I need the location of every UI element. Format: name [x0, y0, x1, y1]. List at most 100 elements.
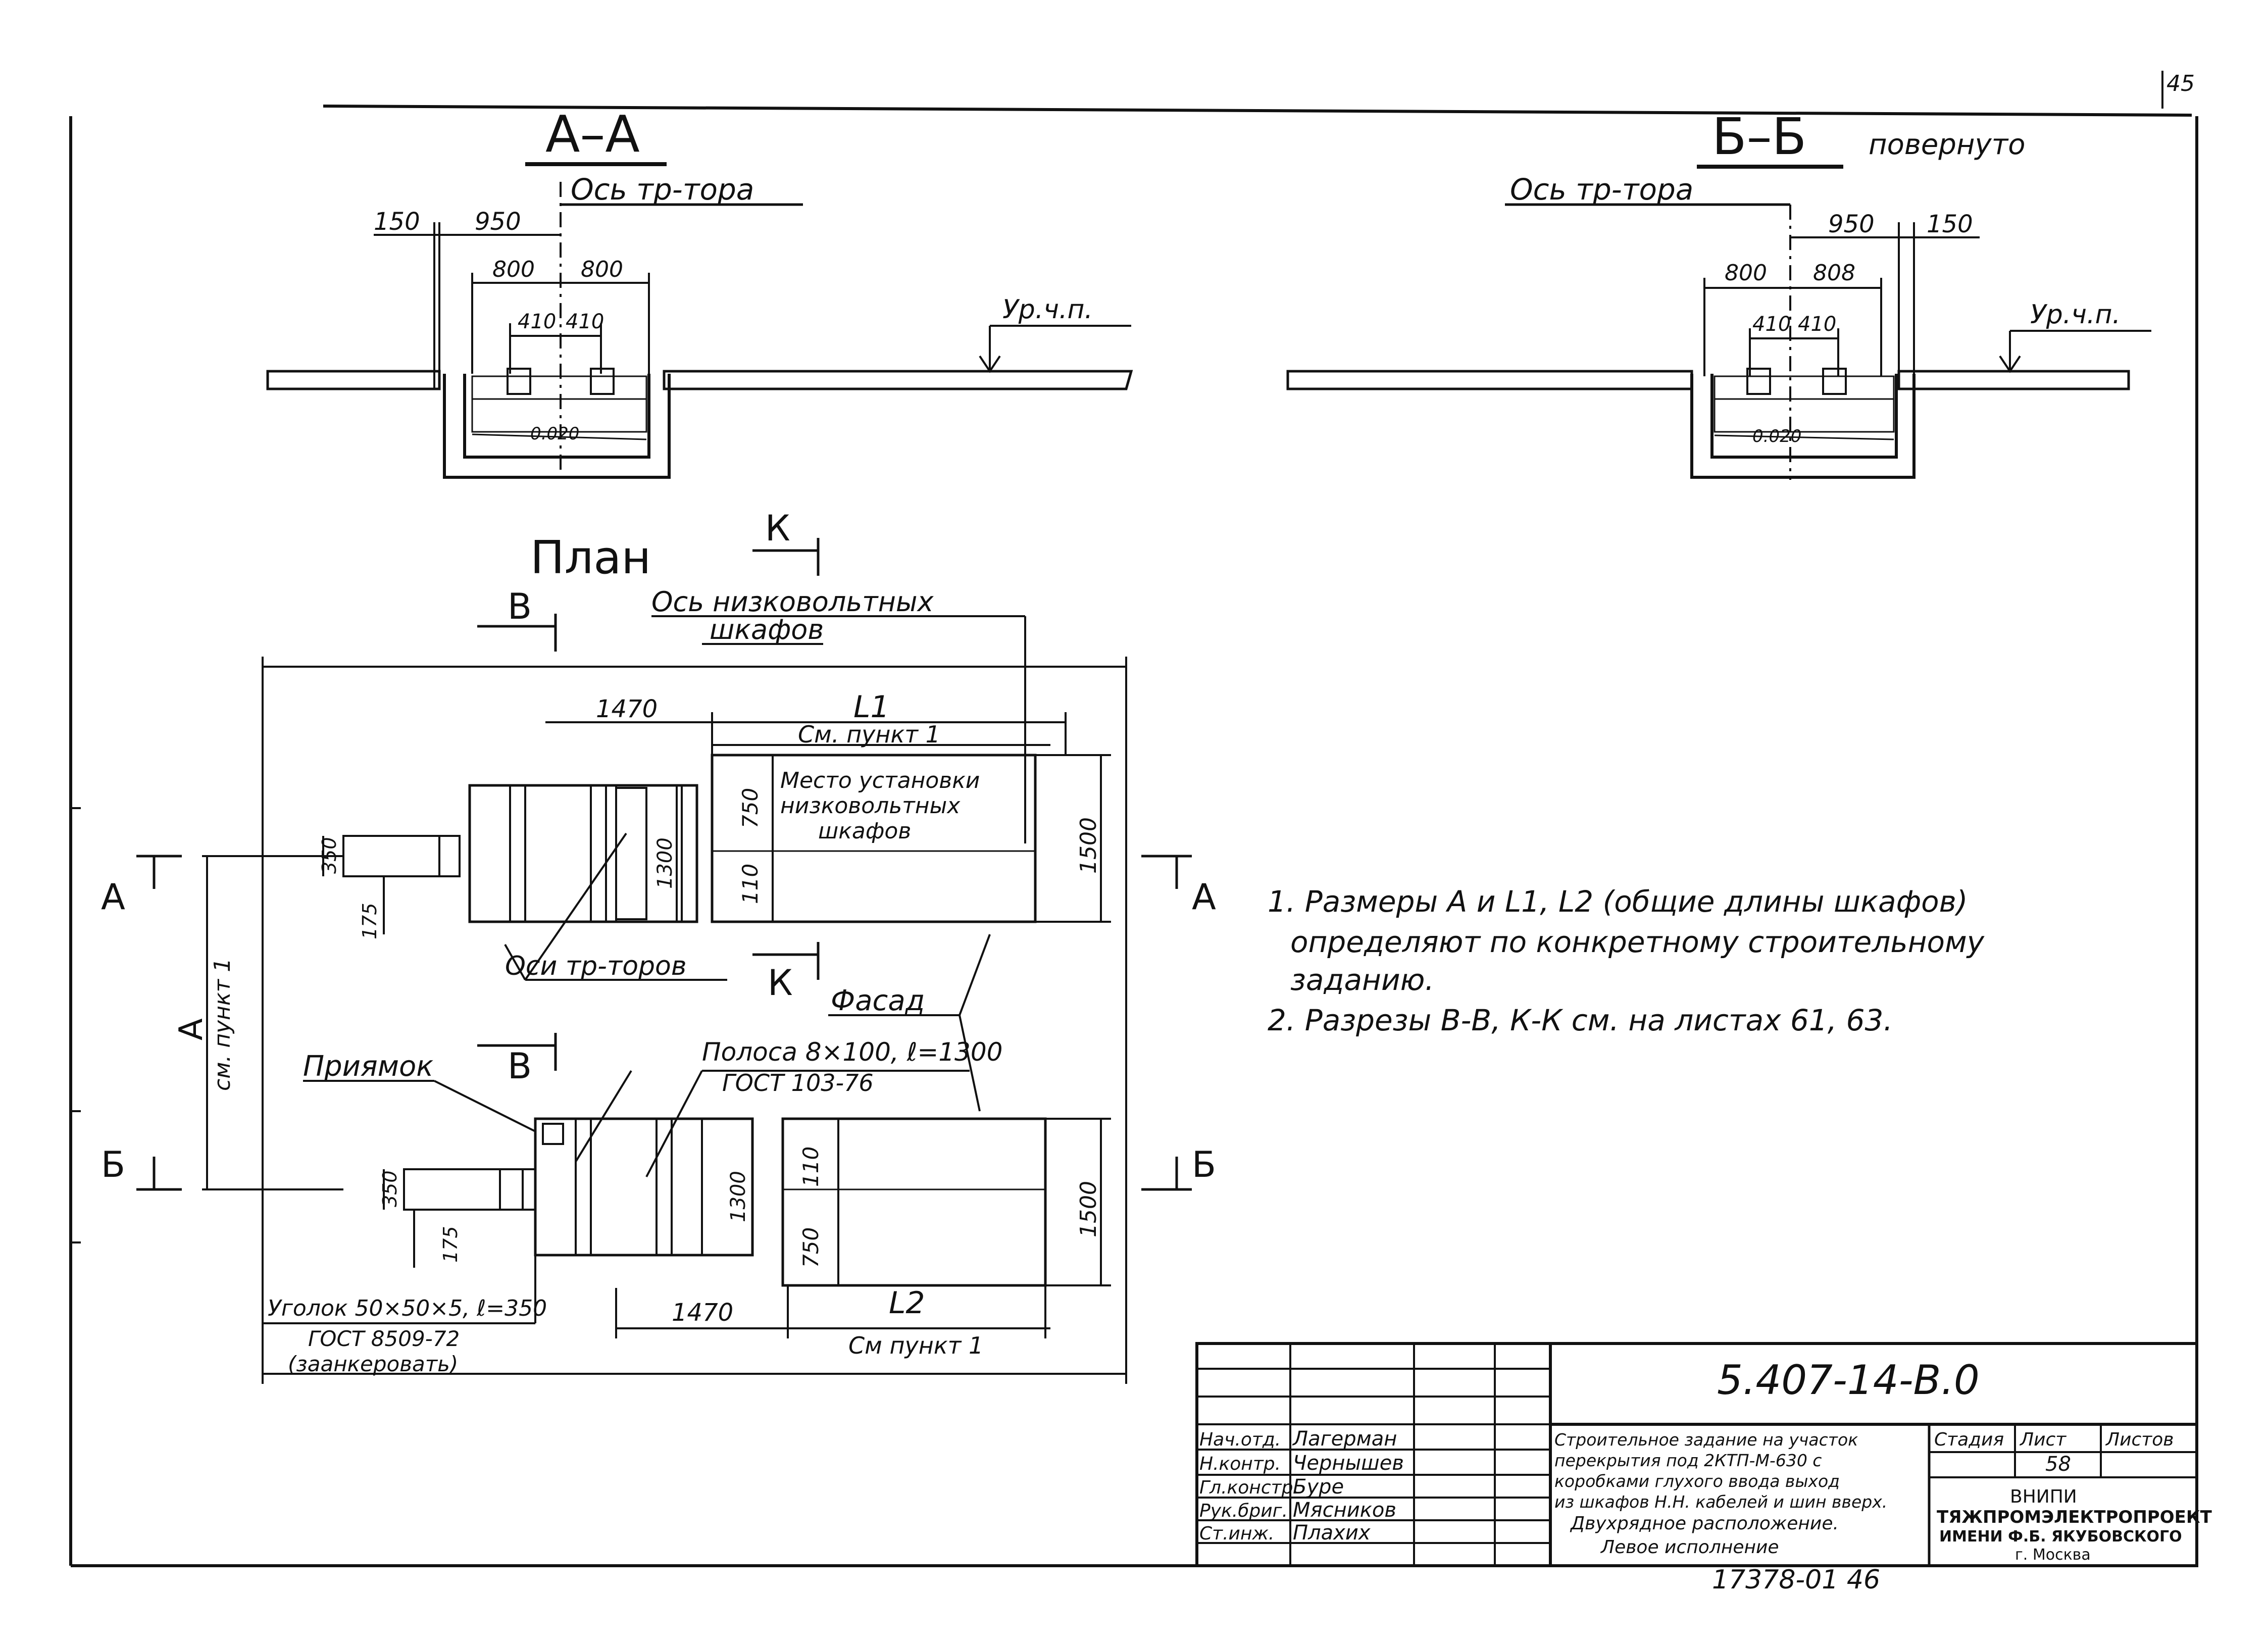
page-number: 45 — [2166, 71, 2195, 96]
strip-line1: Полоса 8×100, ℓ=1300 — [702, 1037, 1002, 1067]
frame-top-line — [323, 105, 2192, 117]
name-3: Мясников — [1293, 1499, 1396, 1522]
note-1-line1: 1. Размеры А и L1, L2 (общие длины шкафо… — [1268, 884, 1968, 919]
axes-label: Оси тр-торов — [505, 951, 686, 981]
dim-1470-lower: 1470 — [672, 1299, 733, 1327]
role-4: Ст.инж. — [1199, 1523, 1274, 1544]
plan-view: План К К В В А А Б Б О — [101, 508, 1216, 1384]
axis-lv-line1: Ось низковольтных — [651, 586, 934, 618]
role-3: Рук.бриг. — [1199, 1501, 1288, 1521]
strip-line2: ГОСТ 103-76 — [722, 1069, 874, 1097]
angle-line2: ГОСТ 8509-72 — [308, 1326, 460, 1351]
sheet-number: 58 — [2045, 1453, 2071, 1476]
dim-a-label: А — [173, 1018, 210, 1040]
axis-label-aa: Ось тр-тора — [571, 172, 754, 207]
cut-label-b-left: Б — [101, 1144, 125, 1185]
slope-aa: 0.020 — [530, 424, 579, 444]
dim-750-lower: 750 — [798, 1227, 823, 1268]
dim-410a-aa: 410 — [518, 310, 556, 333]
stage-label: Стадия — [1934, 1429, 2004, 1450]
org-line1: ВНИПИ — [2010, 1486, 2077, 1507]
cut-label-k-top: К — [765, 508, 790, 549]
dim-950-aa: 950 — [475, 208, 521, 236]
dim-410b-aa: 410 — [566, 310, 604, 333]
cut-label-a-right: А — [1192, 876, 1216, 918]
axis-lv-line2: шкафов — [710, 614, 824, 645]
dim-800a-bb: 800 — [1725, 260, 1767, 286]
title-block — [1195, 1342, 2198, 1567]
dim-150-aa: 150 — [374, 208, 420, 236]
section-bb-title: Б–Б — [1712, 107, 1806, 166]
name-4: Плахих — [1293, 1521, 1371, 1545]
see-point-1-upper: См. пункт 1 — [798, 721, 940, 748]
angle-line1: Уголок 50×50×5, ℓ=350 — [268, 1296, 547, 1321]
dim-110-upper: 110 — [738, 864, 763, 904]
cut-label-v-top: В — [508, 586, 532, 627]
name-1: Чернышев — [1293, 1452, 1404, 1475]
dim-175-lower: 175 — [439, 1226, 462, 1263]
role-2: Гл.констр. — [1199, 1477, 1299, 1498]
section-aa: А–А Ось тр-тора — [266, 105, 1133, 480]
desc-line-3: из шкафов Н.Н. кабелей и шин вверх. — [1554, 1492, 1887, 1512]
desc-line-0: Строительное задание на участок — [1554, 1430, 1858, 1450]
level-label-aa: Ур.ч.п. — [1002, 294, 1093, 325]
role-1: Н.контр. — [1199, 1454, 1281, 1474]
dim-350-upper: 350 — [318, 837, 340, 874]
see-point-1-lower: См пункт 1 — [848, 1332, 983, 1359]
section-bb-suffix: повернуто — [1869, 128, 2026, 161]
dim-350-lower: 350 — [379, 1170, 401, 1207]
desc-line-1: перекрытия под 2КТП-М-630 с — [1554, 1451, 1822, 1470]
dim-800a-aa: 800 — [492, 257, 535, 282]
name-0: Лагерман — [1292, 1427, 1397, 1451]
desc-line-5: Левое исполнение — [1600, 1537, 1779, 1558]
dim-1300-lower: 1300 — [727, 1171, 750, 1222]
section-aa-title: А–А — [545, 105, 640, 164]
place-line2: низковольтных — [780, 793, 961, 819]
name-2: Буре — [1293, 1475, 1344, 1499]
note-1-line2: определяют по конкретному строительному — [1290, 925, 1985, 959]
role-0: Нач.отд. — [1199, 1429, 1281, 1450]
dim-800b-aa: 800 — [581, 257, 623, 282]
dim-1500-upper: 1500 — [1076, 817, 1101, 874]
place-line1: Место установки — [780, 768, 980, 793]
notes: 1. Размеры А и L1, L2 (общие длины шкафо… — [1268, 884, 1985, 1037]
level-label-bb: Ур.ч.п. — [2030, 300, 2121, 330]
doc-code: 5.407-14-В.0 — [1717, 1357, 1980, 1404]
desc-line-4: Двухрядное расположение. — [1570, 1513, 1839, 1534]
dim-a-sub: см. пункт 1 — [210, 958, 235, 1091]
sheet-label: Лист — [2019, 1429, 2067, 1450]
slope-bb: 0.020 — [1752, 426, 1801, 446]
org-line4: г. Москва — [2015, 1546, 2091, 1564]
pit-label: Приямок — [303, 1050, 433, 1083]
angle-line3: (заанкеровать) — [288, 1352, 458, 1376]
dim-175-upper: 175 — [359, 903, 381, 939]
org-line2: ТЯЖПРОМЭЛЕКТРОПРОЕКТ — [1937, 1507, 2212, 1527]
label-l1: L1 — [853, 689, 890, 725]
axis-label-bb: Ось тр-тора — [1510, 172, 1693, 207]
dim-150-bb: 150 — [1927, 210, 1973, 238]
desc-line-2: коробками глухого ввода выход — [1554, 1471, 1840, 1491]
plan-title: План — [530, 531, 651, 584]
sheets-label: Листов — [2105, 1429, 2174, 1450]
dim-1300-upper: 1300 — [653, 837, 677, 889]
cut-label-b-right: Б — [1192, 1144, 1216, 1185]
cut-label-v-bottom: В — [508, 1045, 532, 1087]
cut-label-a-left: А — [101, 876, 125, 918]
dim-1500-lower: 1500 — [1076, 1181, 1101, 1237]
label-l2: L2 — [889, 1285, 925, 1321]
facade-label: Фасад — [831, 984, 925, 1017]
section-bb: Б–Б повернуто Ось тр-тора — [1286, 107, 2151, 480]
cut-label-k-bottom: К — [768, 962, 793, 1004]
dim-800b-bb: 808 — [1813, 260, 1855, 286]
dim-410a-bb: 410 — [1752, 313, 1791, 336]
dim-110-lower: 110 — [798, 1147, 823, 1187]
footer-code: 17378-01 46 — [1712, 1565, 1880, 1595]
note-2: 2. Разрезы В-В, К-К см. на листах 61, 63… — [1268, 1003, 1893, 1037]
dim-950-bb: 950 — [1828, 210, 1875, 238]
place-line3: шкафов — [818, 818, 911, 844]
dim-750-upper: 750 — [738, 788, 763, 828]
dim-410b-bb: 410 — [1798, 313, 1836, 336]
dim-1470-upper: 1470 — [596, 695, 658, 723]
note-1-line3: заданию. — [1290, 963, 1434, 997]
